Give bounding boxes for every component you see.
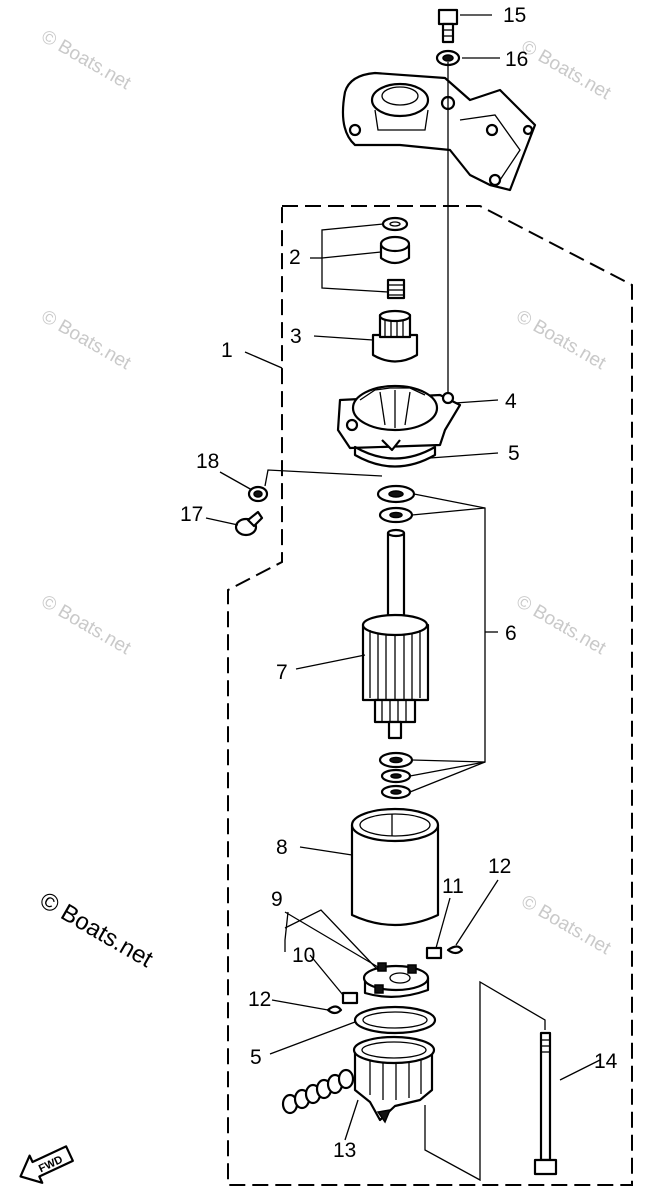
yoke-8 bbox=[350, 807, 440, 927]
o-ring-5-lower bbox=[353, 1005, 437, 1035]
label-10: 10 bbox=[292, 944, 315, 967]
label-8: 8 bbox=[276, 836, 288, 859]
label-5-lower: 5 bbox=[250, 1046, 262, 1069]
washer-16 bbox=[435, 49, 461, 67]
part-2-set bbox=[379, 216, 411, 300]
label-3: 3 bbox=[290, 325, 302, 348]
label-6: 6 bbox=[505, 622, 517, 645]
washer-set-6-upper bbox=[376, 484, 416, 524]
label-14: 14 bbox=[594, 1050, 618, 1073]
watermark-large: © Boats.net bbox=[35, 887, 158, 973]
lower-housing-13 bbox=[352, 1035, 436, 1124]
top-bracket bbox=[341, 71, 537, 192]
label-9: 9 bbox=[271, 888, 283, 911]
label-17: 17 bbox=[180, 503, 203, 526]
label-15: 15 bbox=[503, 4, 526, 27]
leader-lines bbox=[205, 14, 601, 1182]
label-11: 11 bbox=[442, 875, 464, 898]
watermark: © Boats.net bbox=[513, 591, 610, 659]
watermark: © Boats.net bbox=[38, 306, 135, 374]
upper-housing-4 bbox=[336, 384, 462, 452]
label-18: 18 bbox=[196, 450, 219, 473]
bolt-15 bbox=[437, 8, 459, 44]
brush-10 bbox=[341, 991, 359, 1005]
spring-set bbox=[281, 1068, 355, 1115]
label-12-left: 12 bbox=[248, 988, 271, 1011]
bolt-17 bbox=[234, 510, 264, 537]
watermark: © Boats.net bbox=[38, 591, 135, 659]
label-2: 2 bbox=[289, 246, 301, 269]
brush-holder-9 bbox=[362, 962, 430, 998]
o-ring-5-upper bbox=[353, 445, 437, 468]
label-5-upper: 5 bbox=[508, 442, 520, 465]
armature-7 bbox=[361, 528, 430, 740]
watermark: © Boats.net bbox=[518, 36, 615, 104]
nut-18 bbox=[247, 485, 269, 503]
label-7: 7 bbox=[276, 661, 288, 684]
pinion-gear-3 bbox=[371, 309, 419, 363]
watermarks: © Boats.net © Boats.net © Boats.net © Bo… bbox=[35, 26, 615, 973]
spring-12-left bbox=[326, 1005, 343, 1015]
brush-11 bbox=[425, 946, 443, 960]
label-4: 4 bbox=[505, 390, 517, 413]
forward-arrow-icon: FWD bbox=[19, 1145, 74, 1184]
label-1: 1 bbox=[221, 339, 233, 362]
through-bolt-14 bbox=[533, 1031, 558, 1176]
label-16: 16 bbox=[505, 48, 528, 71]
label-12-right: 12 bbox=[488, 855, 511, 878]
spring-12-right bbox=[446, 945, 464, 955]
label-13: 13 bbox=[333, 1139, 356, 1162]
part-labels: 15 16 2 3 1 4 5 18 17 6 7 8 12 11 9 10 1… bbox=[180, 4, 618, 1162]
watermark: © Boats.net bbox=[38, 26, 135, 94]
watermark: © Boats.net bbox=[518, 891, 615, 959]
watermark: © Boats.net bbox=[513, 306, 610, 374]
washer-set-6-lower bbox=[378, 751, 414, 800]
